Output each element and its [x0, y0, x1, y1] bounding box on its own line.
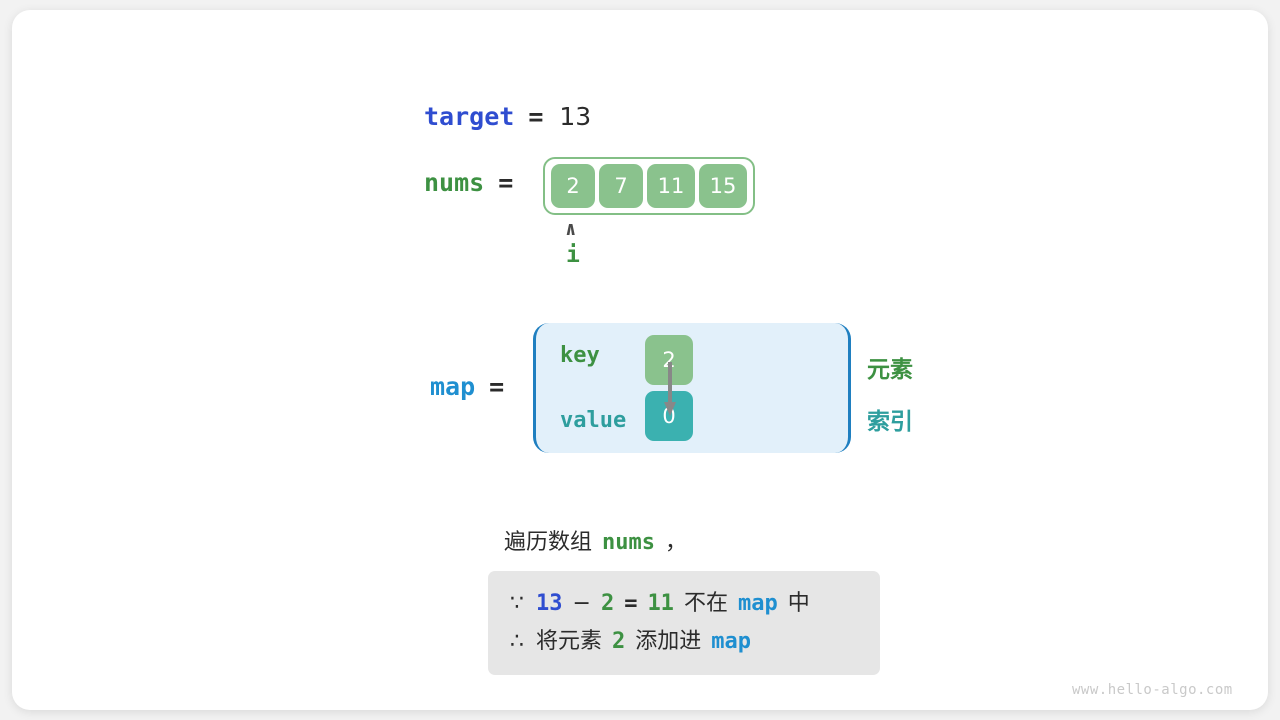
map-equals-sign: =: [489, 372, 505, 401]
map-row: map =: [430, 372, 504, 401]
array-cell: 7: [599, 164, 643, 208]
map-row-labels: key value: [560, 323, 640, 453]
caption-code-token: nums: [602, 530, 655, 555]
nums-row: nums =: [424, 168, 513, 197]
target-value: 13: [559, 102, 592, 131]
conclusion2-text-mid: 添加进: [635, 628, 702, 654]
index-pointer-caret-icon: ∧: [565, 218, 577, 240]
conclusion-line-1: ∵ 13 − 2 = 11 不在 map 中: [510, 585, 858, 623]
conclusion-num-token: 2: [600, 591, 615, 616]
map-value-cell: 0: [645, 391, 693, 441]
legend-element-label: 元素: [867, 357, 913, 383]
conclusion-target-token: 13: [536, 591, 563, 616]
conclusion-equals-sign: =: [624, 591, 638, 616]
therefore-symbol: ∴: [510, 628, 524, 654]
map-variable-name: map: [430, 372, 476, 401]
array-cell: 2: [551, 164, 595, 208]
array-cell: 11: [647, 164, 695, 208]
caption-suffix: ，: [665, 530, 688, 555]
array-cell: 15: [699, 164, 747, 208]
because-symbol: ∵: [510, 591, 524, 616]
index-pointer-label: i: [566, 242, 580, 268]
target-equals-sign: =: [528, 102, 544, 131]
conclusion2-text-start: 将元素: [536, 628, 603, 654]
conclusion-text-end: 中: [787, 591, 810, 616]
caption-prefix: 遍历数组: [504, 530, 593, 555]
legend-index-label: 索引: [867, 409, 913, 435]
nums-array: 2 7 11 15: [543, 157, 755, 215]
watermark: www.hello-algo.com: [1072, 682, 1233, 698]
key-to-value-arrow-icon: [664, 362, 676, 416]
target-variable-name: target: [424, 102, 515, 131]
conclusion-minus-sign: −: [572, 591, 591, 616]
conclusion-result-token: 11: [647, 591, 674, 616]
conclusion2-map-token: map: [711, 628, 752, 654]
nums-equals-sign: =: [498, 168, 514, 197]
conclusion-line-2: ∴ 将元素 2 添加进 map: [510, 623, 858, 661]
diagram-card: target = 13 nums = 2 7 11 15 ∧ i map = k…: [12, 10, 1268, 710]
nums-variable-name: nums: [424, 168, 485, 197]
conclusion-map-token: map: [737, 591, 778, 616]
map-key-label: key: [560, 343, 600, 368]
conclusion-box: ∵ 13 − 2 = 11 不在 map 中 ∴ 将元素 2 添加进 map: [488, 571, 880, 675]
target-row: target = 13: [424, 102, 591, 131]
conclusion-text-mid: 不在: [683, 591, 728, 616]
map-value-label: value: [560, 408, 627, 433]
conclusion2-num-token: 2: [612, 628, 626, 654]
caption-line: 遍历数组 nums ，: [504, 524, 687, 556]
